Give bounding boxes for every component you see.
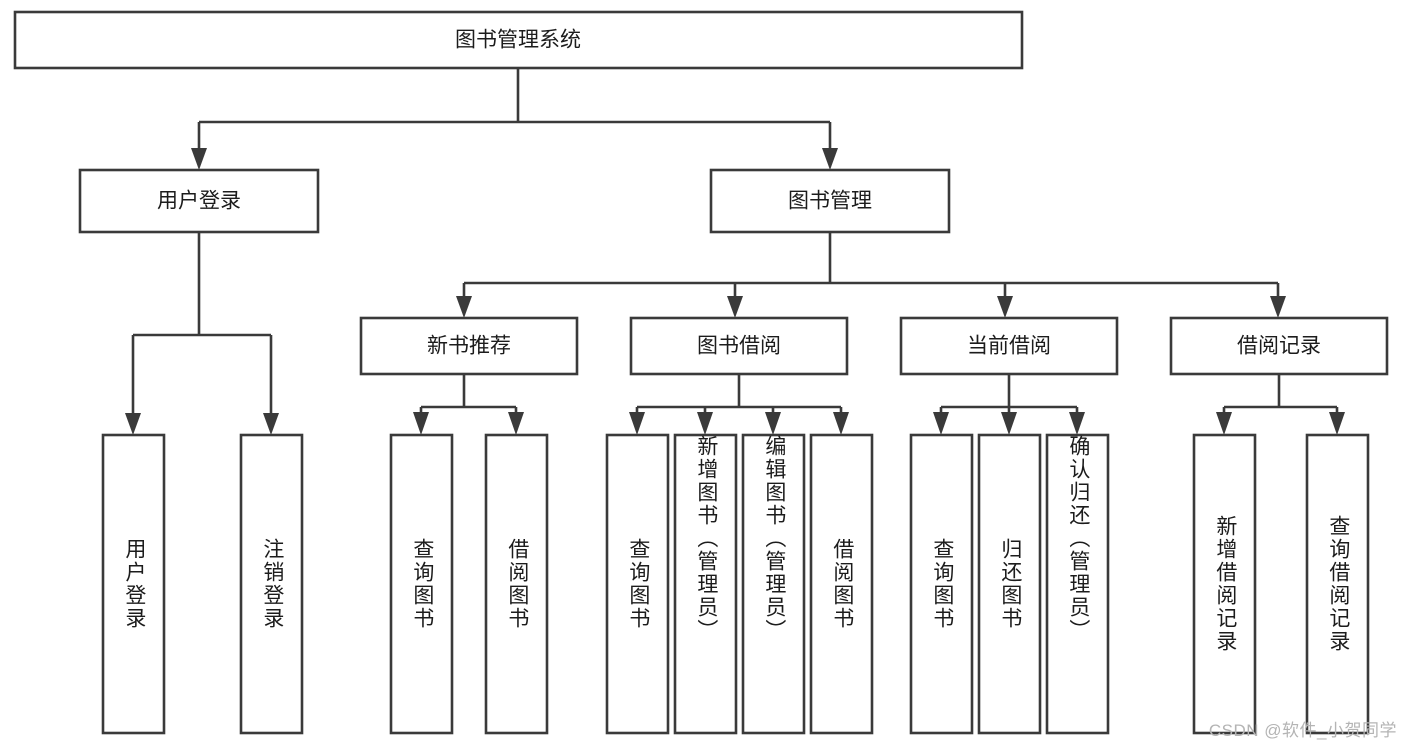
node-level2-图书管理[interactable] [709,168,951,234]
leaf-box-归还图书[interactable] [977,433,1042,735]
watermark-text: CSDN @软件_小贺同学 [1208,721,1397,740]
node-level3-借阅记录[interactable] [1169,316,1389,376]
connector-bookmgmt-to-level3 [456,232,1286,318]
arrow-head-icon [1329,412,1345,435]
node-root-label: 图书管理系统 [455,29,581,52]
arrow-head-icon [1069,412,1085,435]
arrow-head-icon [508,412,524,435]
connector-newbooks-to-leaves [413,374,524,435]
arrow-head-icon [933,412,949,435]
leaf-box-查询借阅记录[interactable] [1305,433,1370,735]
leaf-box-借阅图书-图书借阅[interactable] [809,433,874,735]
arrow-head-icon [727,296,743,318]
arrow-head-icon [1216,412,1232,435]
node-level2-label-0: 用户登录 [157,190,241,213]
arrow-head-icon [765,412,781,435]
arrow-head-icon [263,413,279,435]
node-level3-新书推荐[interactable] [359,316,579,376]
node-level3-label-0: 新书推荐 [427,335,511,358]
node-level3-图书借阅[interactable] [629,316,849,376]
leaf-box-编辑图书-管理员[interactable] [741,433,806,735]
leaf-box-新增借阅记录[interactable] [1192,433,1257,735]
arrow-head-icon [997,296,1013,318]
leaf-box-注销登录[interactable] [239,433,304,735]
leaf-box-用户登录[interactable] [101,433,166,735]
arrow-head-icon [833,412,849,435]
arrow-head-icon [456,296,472,318]
arrow-head-icon [822,148,838,170]
arrow-head-icon [1001,412,1017,435]
arrow-head-icon [191,148,207,170]
leaf-box-查询图书-新书推荐[interactable] [389,433,454,735]
leaf-box-确认归还-管理员[interactable] [1045,433,1110,735]
leaf-box-借阅图书-新书推荐[interactable] [484,433,549,735]
node-level2-用户登录[interactable] [78,168,320,234]
node-level3-label-3: 借阅记录 [1237,335,1321,358]
node-level3-label-1: 图书借阅 [697,335,781,358]
node-root-图书管理系统[interactable] [13,10,1024,70]
connector-bookborrow-to-leaves [629,374,849,435]
leaf-box-查询图书-当前借阅[interactable] [909,433,974,735]
leaf-box-查询图书-图书借阅[interactable] [605,433,670,735]
connector-root-to-level2 [191,68,838,170]
connector-userlogin-to-leaves [125,232,279,435]
arrow-head-icon [125,413,141,435]
connector-currentborrow-to-leaves [933,374,1085,435]
node-level3-当前借阅[interactable] [899,316,1119,376]
arrow-head-icon [697,412,713,435]
node-level2-label-1: 图书管理 [788,190,872,213]
leaf-box-新增图书-管理员[interactable] [673,433,738,735]
node-level3-label-2: 当前借阅 [967,335,1051,358]
arrow-head-icon [1270,296,1286,318]
arrow-head-icon [629,412,645,435]
arrow-head-icon [413,412,429,435]
connector-borrowrecord-to-leaves [1216,374,1345,435]
